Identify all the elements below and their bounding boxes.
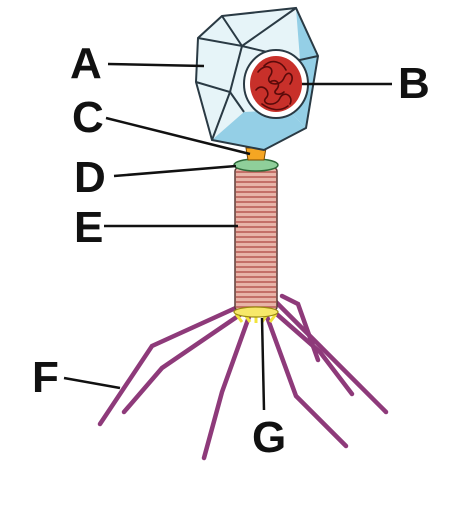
label-a: A — [70, 39, 102, 88]
dna-strands — [255, 60, 293, 111]
dna-strand — [255, 86, 292, 105]
base-plate-rim — [233, 306, 279, 318]
leader-line-a — [107, 62, 205, 68]
leader-lines — [63, 62, 392, 411]
tail-fiber-right-outer — [271, 297, 389, 415]
tail-fiber-center-right — [263, 311, 349, 449]
leader-line-c — [105, 116, 251, 156]
dna-strand — [269, 79, 285, 95]
tail-fiber-left-outer — [97, 303, 243, 427]
tail-fiber-center-left — [201, 311, 253, 461]
capsid-edges — [194, 6, 320, 152]
label-g: G — [252, 413, 287, 462]
leader-line-d — [113, 164, 237, 178]
tail-sheath-ribs — [236, 171, 276, 308]
label-e: E — [74, 203, 104, 252]
tail-fiber-left-inner — [121, 309, 247, 415]
collar-ring — [233, 158, 279, 172]
leader-line-f — [63, 376, 121, 390]
dna-strand — [261, 103, 289, 111]
tail-fiber-right-short — [279, 293, 321, 363]
dna-strand — [263, 60, 287, 71]
dna-strand — [257, 65, 293, 85]
leader-line-g — [260, 317, 266, 411]
tail-fibers — [97, 293, 389, 461]
label-b: B — [398, 59, 430, 108]
label-f: F — [32, 353, 59, 402]
capsid-edge — [229, 91, 245, 113]
label-d: D — [74, 153, 106, 202]
base-pin — [268, 313, 278, 323]
tail-fiber-right-inner — [269, 307, 355, 397]
dna-core — [243, 49, 309, 119]
base-pin — [234, 313, 244, 323]
capsid-edge-outline — [194, 6, 320, 152]
tail-sheath — [234, 167, 278, 311]
tail-sheath-body — [235, 168, 277, 310]
label-c: C — [72, 93, 104, 142]
